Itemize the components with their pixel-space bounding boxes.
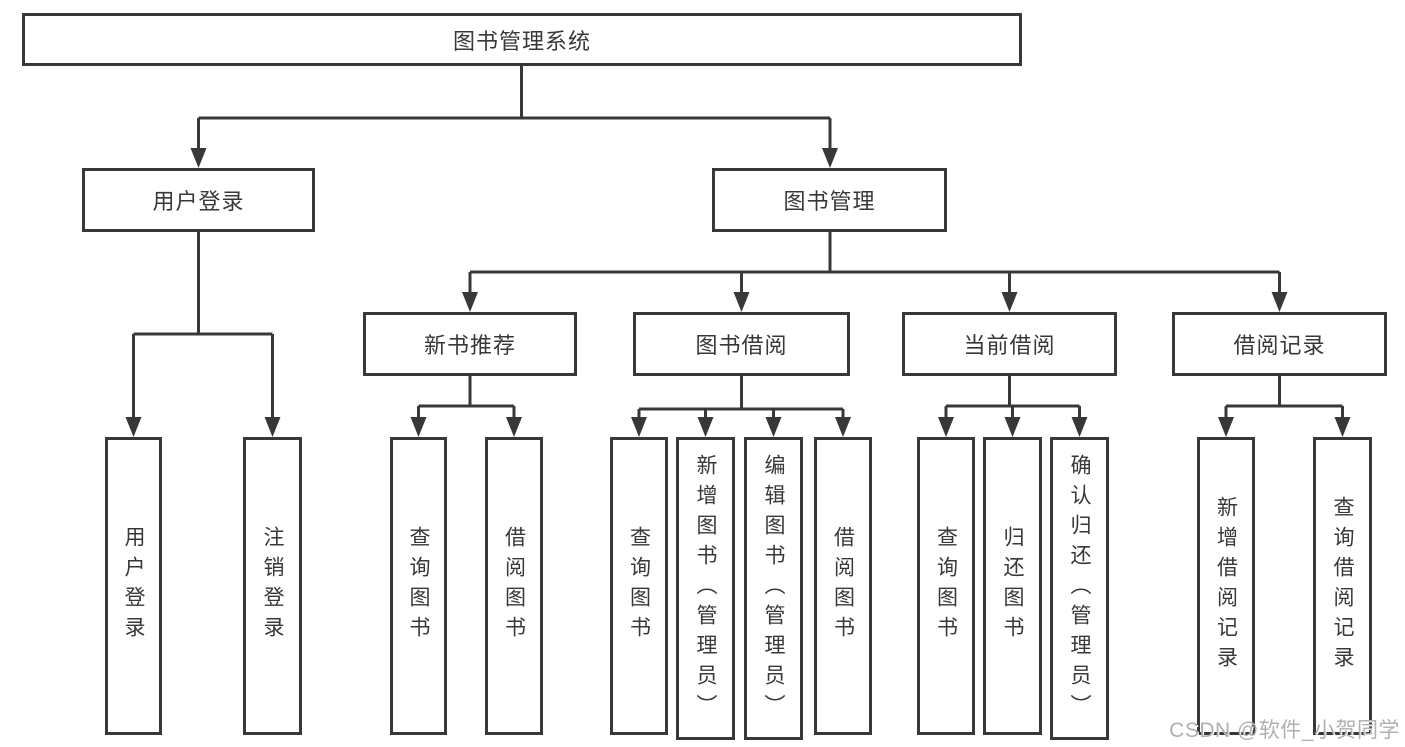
leaf-query-book-current-label: 查询图书 [934, 526, 958, 646]
node-current-borrow: 当前借阅 [902, 312, 1117, 376]
leaf-user-login: 用户登录 [105, 437, 162, 735]
leaf-add-book-admin-label: 新增图书（管理员） [694, 453, 717, 724]
leaf-borrow-book-label: 借阅图书 [831, 526, 855, 646]
node-new-book-recommend: 新书推荐 [363, 312, 577, 376]
leaf-return-book-label: 归还图书 [1001, 526, 1024, 646]
leaf-query-book-current: 查询图书 [917, 437, 975, 735]
leaf-query-borrow-record: 查询借阅记录 [1313, 437, 1372, 735]
leaf-confirm-return-admin-label: 确认归还（管理员） [1068, 453, 1091, 724]
node-book-borrow: 图书借阅 [633, 312, 850, 376]
leaf-logout: 注销登录 [243, 437, 302, 735]
leaf-add-borrow-record-label: 新增借阅记录 [1214, 496, 1238, 676]
leaf-query-borrow-record-label: 查询借阅记录 [1331, 496, 1354, 676]
leaf-query-book-borrow-label: 查询图书 [627, 526, 651, 646]
leaf-user-login-label: 用户登录 [122, 526, 145, 646]
node-borrow-record: 借阅记录 [1172, 312, 1387, 376]
leaf-confirm-return-admin: 确认归还（管理员） [1050, 437, 1109, 740]
leaf-borrow-book: 借阅图书 [814, 437, 872, 735]
leaf-add-borrow-record: 新增借阅记录 [1197, 437, 1255, 735]
leaf-logout-label: 注销登录 [261, 526, 284, 646]
leaf-edit-book-admin: 编辑图书（管理员） [744, 437, 803, 740]
watermark: CSDN @软件_小贺同学 [1169, 719, 1400, 742]
leaf-borrow-book-recommend: 借阅图书 [485, 437, 543, 735]
node-book-management: 图书管理 [712, 168, 947, 232]
node-user-login: 用户登录 [82, 168, 315, 232]
leaf-query-book-recommend: 查询图书 [390, 437, 447, 735]
node-library-system-root: 图书管理系统 [22, 13, 1022, 66]
leaf-return-book: 归还图书 [983, 437, 1042, 735]
leaf-borrow-book-recommend-label: 借阅图书 [502, 526, 526, 646]
leaf-query-book-recommend-label: 查询图书 [407, 526, 430, 646]
leaf-edit-book-admin-label: 编辑图书（管理员） [762, 453, 785, 724]
leaf-add-book-admin: 新增图书（管理员） [676, 437, 735, 740]
leaf-query-book-borrow: 查询图书 [610, 437, 668, 735]
